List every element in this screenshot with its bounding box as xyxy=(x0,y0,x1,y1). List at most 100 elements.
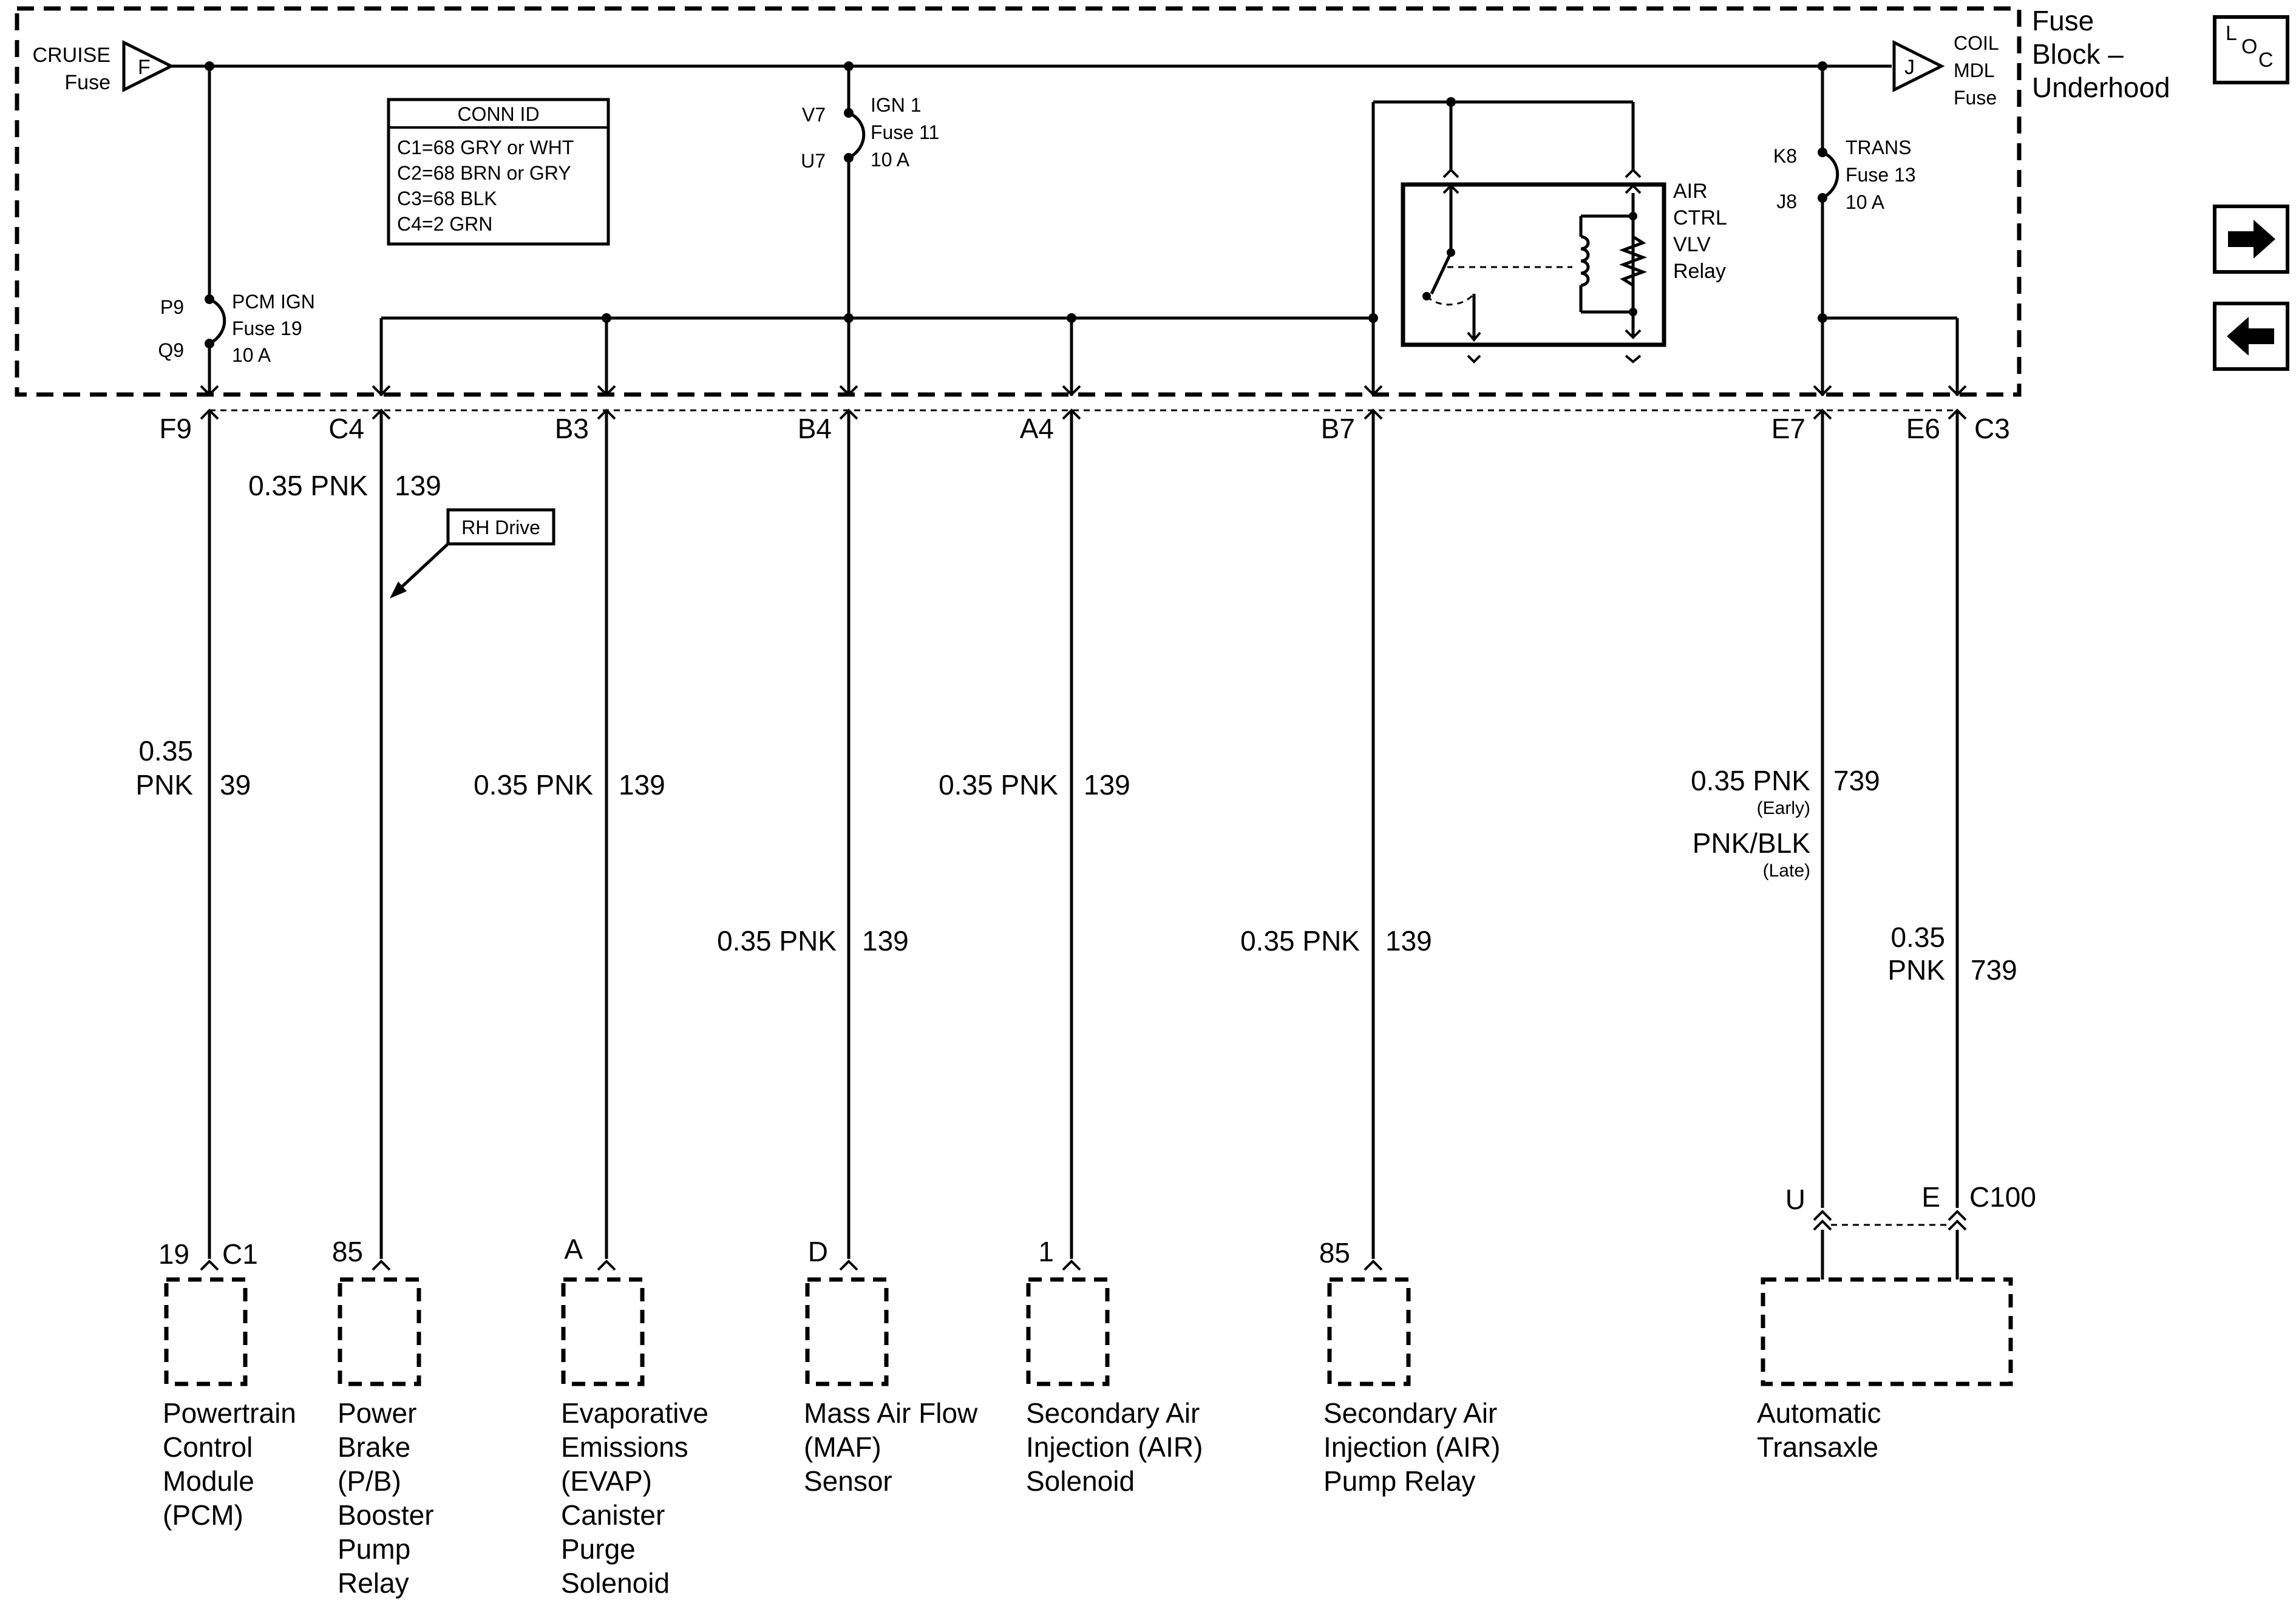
wire-circuit-label: 39 xyxy=(220,769,251,801)
component-name: Emissions xyxy=(561,1431,688,1463)
relay-terminal-in xyxy=(1442,168,1459,178)
splice-dot xyxy=(844,61,854,71)
pin-label: B3 xyxy=(555,413,589,444)
connector-terminals xyxy=(200,408,1967,420)
loc-letter: C xyxy=(2258,49,2274,72)
harness-wires xyxy=(208,410,1959,1259)
cruise-fuse-letter: F xyxy=(138,56,151,79)
loc-button-frame[interactable] xyxy=(2213,15,2289,84)
relay-label: AIR xyxy=(1673,180,1708,203)
fuse-bottom-pin: Q9 xyxy=(158,339,184,361)
wire-color-label: 0.35 PNK xyxy=(248,470,368,501)
terminal-arrow xyxy=(1813,385,1832,396)
coil-fuse-symbol xyxy=(1892,39,1945,93)
cruise-fuse-label: CRUISE xyxy=(33,44,110,67)
component-pin: D xyxy=(808,1236,828,1267)
component-name: Power xyxy=(338,1397,416,1429)
component-name: Injection (AIR) xyxy=(1323,1431,1500,1463)
air-pump-relay-box xyxy=(1327,1277,1411,1386)
component-terminals xyxy=(200,1259,1383,1271)
fuse-top-pin: P9 xyxy=(160,296,184,318)
fuse-block-title-line: Fuse xyxy=(2032,5,2094,36)
component-name: Secondary Air xyxy=(1323,1397,1497,1429)
relay-nc-arc xyxy=(1425,293,1475,306)
terminal-arrow xyxy=(372,385,391,396)
loc-letter: O xyxy=(2241,35,2257,58)
coil-fuse-terminal: J COIL MDL Fuse xyxy=(1892,32,1999,109)
fuse-top-pin: K8 xyxy=(1773,145,1797,167)
c100-terminal xyxy=(1948,1219,1967,1231)
component-name: Control xyxy=(163,1431,253,1463)
wire-color-label: 0.35 PNK xyxy=(1691,765,1810,796)
rh-drive-label: RH Drive xyxy=(461,517,540,538)
component-name: (EVAP) xyxy=(561,1465,652,1497)
rh-drive-leader xyxy=(395,543,449,594)
fuse-pin-dot xyxy=(205,294,214,304)
splice-dot xyxy=(205,61,214,71)
component-terminal xyxy=(597,1259,616,1271)
conn-id-title: CONN ID xyxy=(457,103,539,125)
relay-terminal-in xyxy=(1625,168,1642,178)
wire-circuit-label: 139 xyxy=(1385,925,1432,957)
wire-variant-label: (Early) xyxy=(1757,798,1810,818)
loc-button[interactable]: L O C xyxy=(2213,15,2289,84)
terminal-arrow xyxy=(200,385,219,396)
wire-color-label: 0.35 PNK xyxy=(474,769,593,801)
component-name: Secondary Air xyxy=(1026,1397,1200,1429)
fuse-pin-dot xyxy=(1818,147,1827,157)
c100-terminal xyxy=(1948,1210,1967,1221)
fuse-label: Fuse 19 xyxy=(232,317,302,339)
c100-terminal xyxy=(1813,1219,1832,1231)
pin-label: F9 xyxy=(159,413,192,444)
relay-resistor xyxy=(1618,235,1648,287)
component-terminal xyxy=(200,1259,219,1271)
component-name: Purge xyxy=(561,1533,636,1565)
coil-fuse-label: MDL xyxy=(1954,59,1995,81)
fuse-block-title-line: Underhood xyxy=(2032,72,2170,103)
component-pin: 19 xyxy=(158,1238,189,1270)
air-solenoid-box xyxy=(1026,1277,1110,1386)
component-boxes xyxy=(164,1277,2013,1386)
splice-dot xyxy=(1446,97,1456,107)
fuse-block-title: Fuse Block – Underhood xyxy=(2032,5,2170,103)
component-name: Solenoid xyxy=(561,1567,670,1599)
terminal-arrow xyxy=(1948,385,1967,396)
relay-label: Relay xyxy=(1673,260,1726,283)
component-names: Powertrain Control Module (PCM) Power Br… xyxy=(163,1397,1881,1599)
relay-label: VLV xyxy=(1673,233,1711,256)
forward-button[interactable] xyxy=(2213,205,2289,274)
coil-fuse-letter: J xyxy=(1904,56,1915,79)
wire-circuit-label: 139 xyxy=(862,925,909,957)
block-output-terminals xyxy=(200,385,1967,396)
component-pin: 85 xyxy=(332,1236,363,1267)
back-button[interactable] xyxy=(2213,302,2289,371)
pin-label: E6 xyxy=(1906,413,1940,444)
fuse-label: Fuse 11 xyxy=(871,121,939,143)
component-terminal xyxy=(839,1259,858,1271)
fuse-label: 10 A xyxy=(232,344,271,366)
evap-solenoid-box xyxy=(561,1277,645,1386)
fuse-top-pin: V7 xyxy=(802,104,826,126)
ign1-fuse-symbol xyxy=(847,111,866,160)
c100-terminal xyxy=(1813,1210,1832,1221)
component-terminal xyxy=(1062,1259,1081,1271)
relay-switch-arm xyxy=(1430,251,1453,295)
wire-circuit-label: 739 xyxy=(1833,765,1880,796)
wire-color-label: 0.35 PNK xyxy=(1240,925,1360,957)
connector-c100: U E C100 xyxy=(1785,1181,2036,1280)
relay-terminal-out xyxy=(1625,329,1642,339)
component-name: Pump xyxy=(338,1533,410,1565)
fuse-label: 10 A xyxy=(1846,191,1885,213)
rh-drive-arrowhead xyxy=(390,581,407,598)
wire-circuit-label: 739 xyxy=(1971,954,2017,986)
trans-fuse: K8 J8 TRANS Fuse 13 10 A xyxy=(1773,66,1916,396)
splice-dot xyxy=(1067,313,1076,323)
rh-drive-box xyxy=(446,508,555,546)
relay-label: CTRL xyxy=(1673,206,1727,229)
component-name: Pump Relay xyxy=(1323,1465,1476,1497)
wire-circuit-label: 139 xyxy=(395,470,441,501)
wire-color-label: 0.35 xyxy=(1890,921,1945,953)
conn-id-line: C2=68 BRN or GRY xyxy=(397,162,571,184)
component-name: Canister xyxy=(561,1499,665,1531)
